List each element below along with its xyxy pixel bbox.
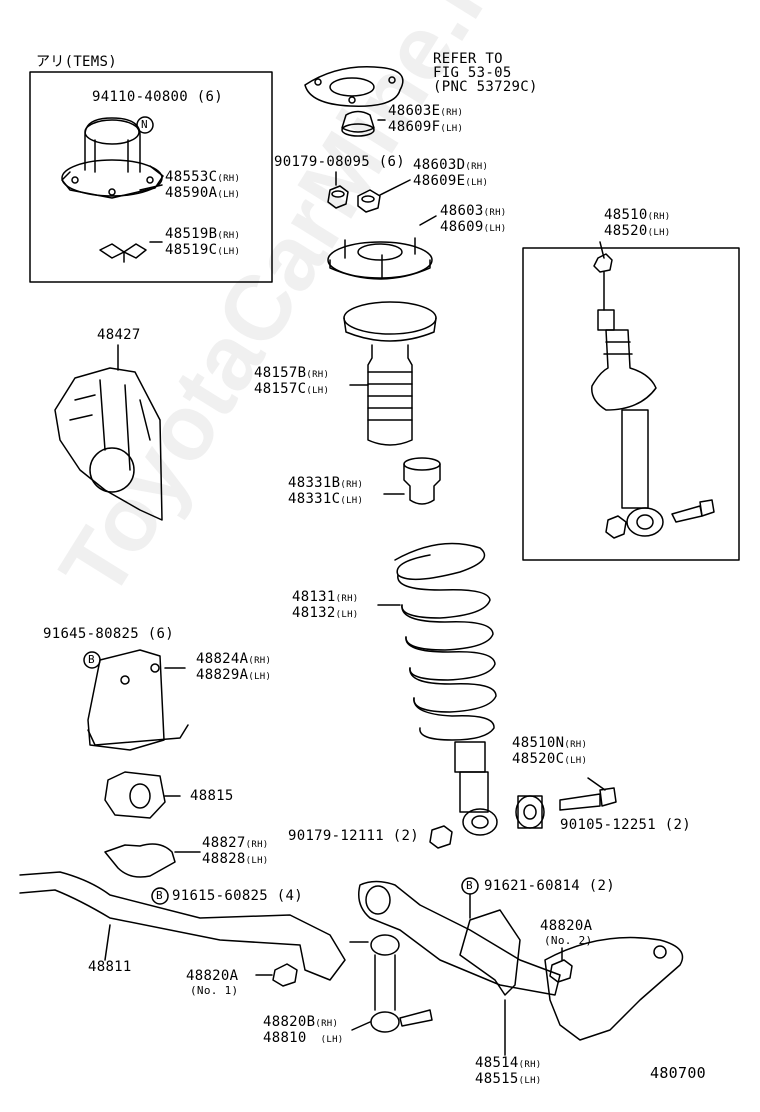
label-48157b: 48157B(RH) bbox=[254, 365, 330, 381]
label-48519b: 48519B(RH) bbox=[165, 226, 241, 242]
label-48820a-right: 48820A bbox=[540, 918, 593, 934]
suspension-support-part bbox=[327, 237, 433, 280]
n-symbol-circle bbox=[136, 116, 154, 134]
label-48603d: 48603D(RH) bbox=[413, 157, 489, 173]
label-48132: 48132(LH) bbox=[292, 605, 359, 621]
label-48824a: 48824A(RH) bbox=[196, 651, 272, 667]
tems-box bbox=[29, 71, 273, 283]
tems-title: アリ(TEMS) bbox=[36, 54, 117, 70]
label-48427: 48427 bbox=[97, 327, 141, 343]
label-48331b: 48331B(RH) bbox=[288, 475, 364, 491]
label-48131: 48131(RH) bbox=[292, 589, 359, 605]
stabilizer-bar-part bbox=[19, 871, 346, 981]
label-48520c: 48520C(LH) bbox=[512, 751, 588, 767]
label-48157c: 48157C(LH) bbox=[254, 381, 330, 397]
label-48331c: 48331C(LH) bbox=[288, 491, 364, 507]
label-48603: 48603(RH) bbox=[440, 203, 507, 219]
rubber-cap-part bbox=[341, 110, 375, 137]
nut-48820a-right-part bbox=[549, 959, 573, 983]
nut-48820a-left-part bbox=[272, 963, 298, 987]
bracket-48827-part bbox=[104, 843, 176, 878]
nut-part bbox=[327, 185, 381, 213]
label-48609: 48609(LH) bbox=[440, 219, 507, 235]
label-no2: (No. 2) bbox=[544, 934, 593, 947]
b-symbol-2 bbox=[151, 887, 169, 905]
shock-box bbox=[522, 247, 740, 561]
label-48590a: 48590A(LH) bbox=[165, 185, 241, 201]
bolt-part bbox=[559, 787, 617, 811]
label-48811: 48811 bbox=[88, 959, 132, 975]
label-48510n: 48510N(RH) bbox=[512, 735, 588, 751]
n-symbol: N bbox=[141, 118, 148, 131]
bushing-48815-part bbox=[104, 771, 166, 819]
label-48520: 48520(LH) bbox=[604, 223, 671, 239]
label-48820b: 48820B(RH) bbox=[263, 1014, 339, 1030]
label-48603e: 48603E(RH) bbox=[388, 103, 464, 119]
bracket-48427-part bbox=[54, 367, 163, 521]
label-48810: 48810(LH) bbox=[263, 1030, 344, 1046]
upper-plate-part bbox=[304, 66, 404, 107]
label-48829a: 48829A(LH) bbox=[196, 667, 272, 683]
coil-spring-part bbox=[394, 542, 497, 741]
label-48815: 48815 bbox=[190, 788, 234, 804]
label-48609f: 48609F(LH) bbox=[388, 119, 464, 135]
shock-absorber-part bbox=[591, 253, 715, 539]
label-91615-60825: 91615-60825 (4) bbox=[172, 888, 303, 904]
label-48510: 48510(RH) bbox=[604, 207, 671, 223]
label-48828: 48828(LH) bbox=[202, 851, 269, 867]
label-48820a-left: 48820A bbox=[186, 968, 239, 984]
b-symbol-label-2: B bbox=[156, 889, 163, 902]
label-90179-08095: 90179-08095 (6) bbox=[274, 154, 405, 170]
label-48514: 48514(RH) bbox=[475, 1055, 542, 1071]
label-no1: (No. 1) bbox=[190, 984, 239, 997]
nut-90179-part bbox=[429, 825, 453, 849]
label-91645-80825: 91645-80825 (6) bbox=[43, 626, 174, 642]
label-48515: 48515(LH) bbox=[475, 1071, 542, 1087]
b-symbol-label-3: B bbox=[466, 879, 473, 892]
bump-stopper-part bbox=[403, 457, 441, 505]
refer-line2: FIG 53-05 bbox=[433, 65, 512, 81]
b-symbol-1 bbox=[83, 651, 101, 669]
dust-boot-part bbox=[343, 301, 437, 446]
label-48827: 48827(RH) bbox=[202, 835, 269, 851]
refer-line3: (PNC 53729C) bbox=[433, 79, 538, 95]
tems-bracket-part bbox=[99, 243, 147, 263]
label-90105-12251: 90105-12251 (2) bbox=[560, 817, 691, 833]
label-48553c: 48553C(RH) bbox=[165, 169, 241, 185]
stabilizer-link-part bbox=[349, 934, 433, 1033]
label-48609e: 48609E(LH) bbox=[413, 173, 489, 189]
tems-mount-part bbox=[61, 117, 164, 199]
diagram-code: 480700 bbox=[650, 1064, 706, 1082]
b-symbol-label-1: B bbox=[88, 653, 95, 666]
refer-line1: REFER TO bbox=[433, 51, 503, 67]
shock-lower-part bbox=[454, 741, 498, 836]
label-94110-40800: 94110-40800 (6) bbox=[92, 89, 223, 105]
label-48519c: 48519C(LH) bbox=[165, 242, 241, 258]
lower-arm-part bbox=[358, 880, 684, 1041]
label-91621-60814: 91621-60814 (2) bbox=[484, 878, 615, 894]
label-90179-12111: 90179-12111 (2) bbox=[288, 828, 419, 844]
stabilizer-bracket-part bbox=[87, 649, 189, 751]
bushing-part bbox=[515, 795, 545, 829]
